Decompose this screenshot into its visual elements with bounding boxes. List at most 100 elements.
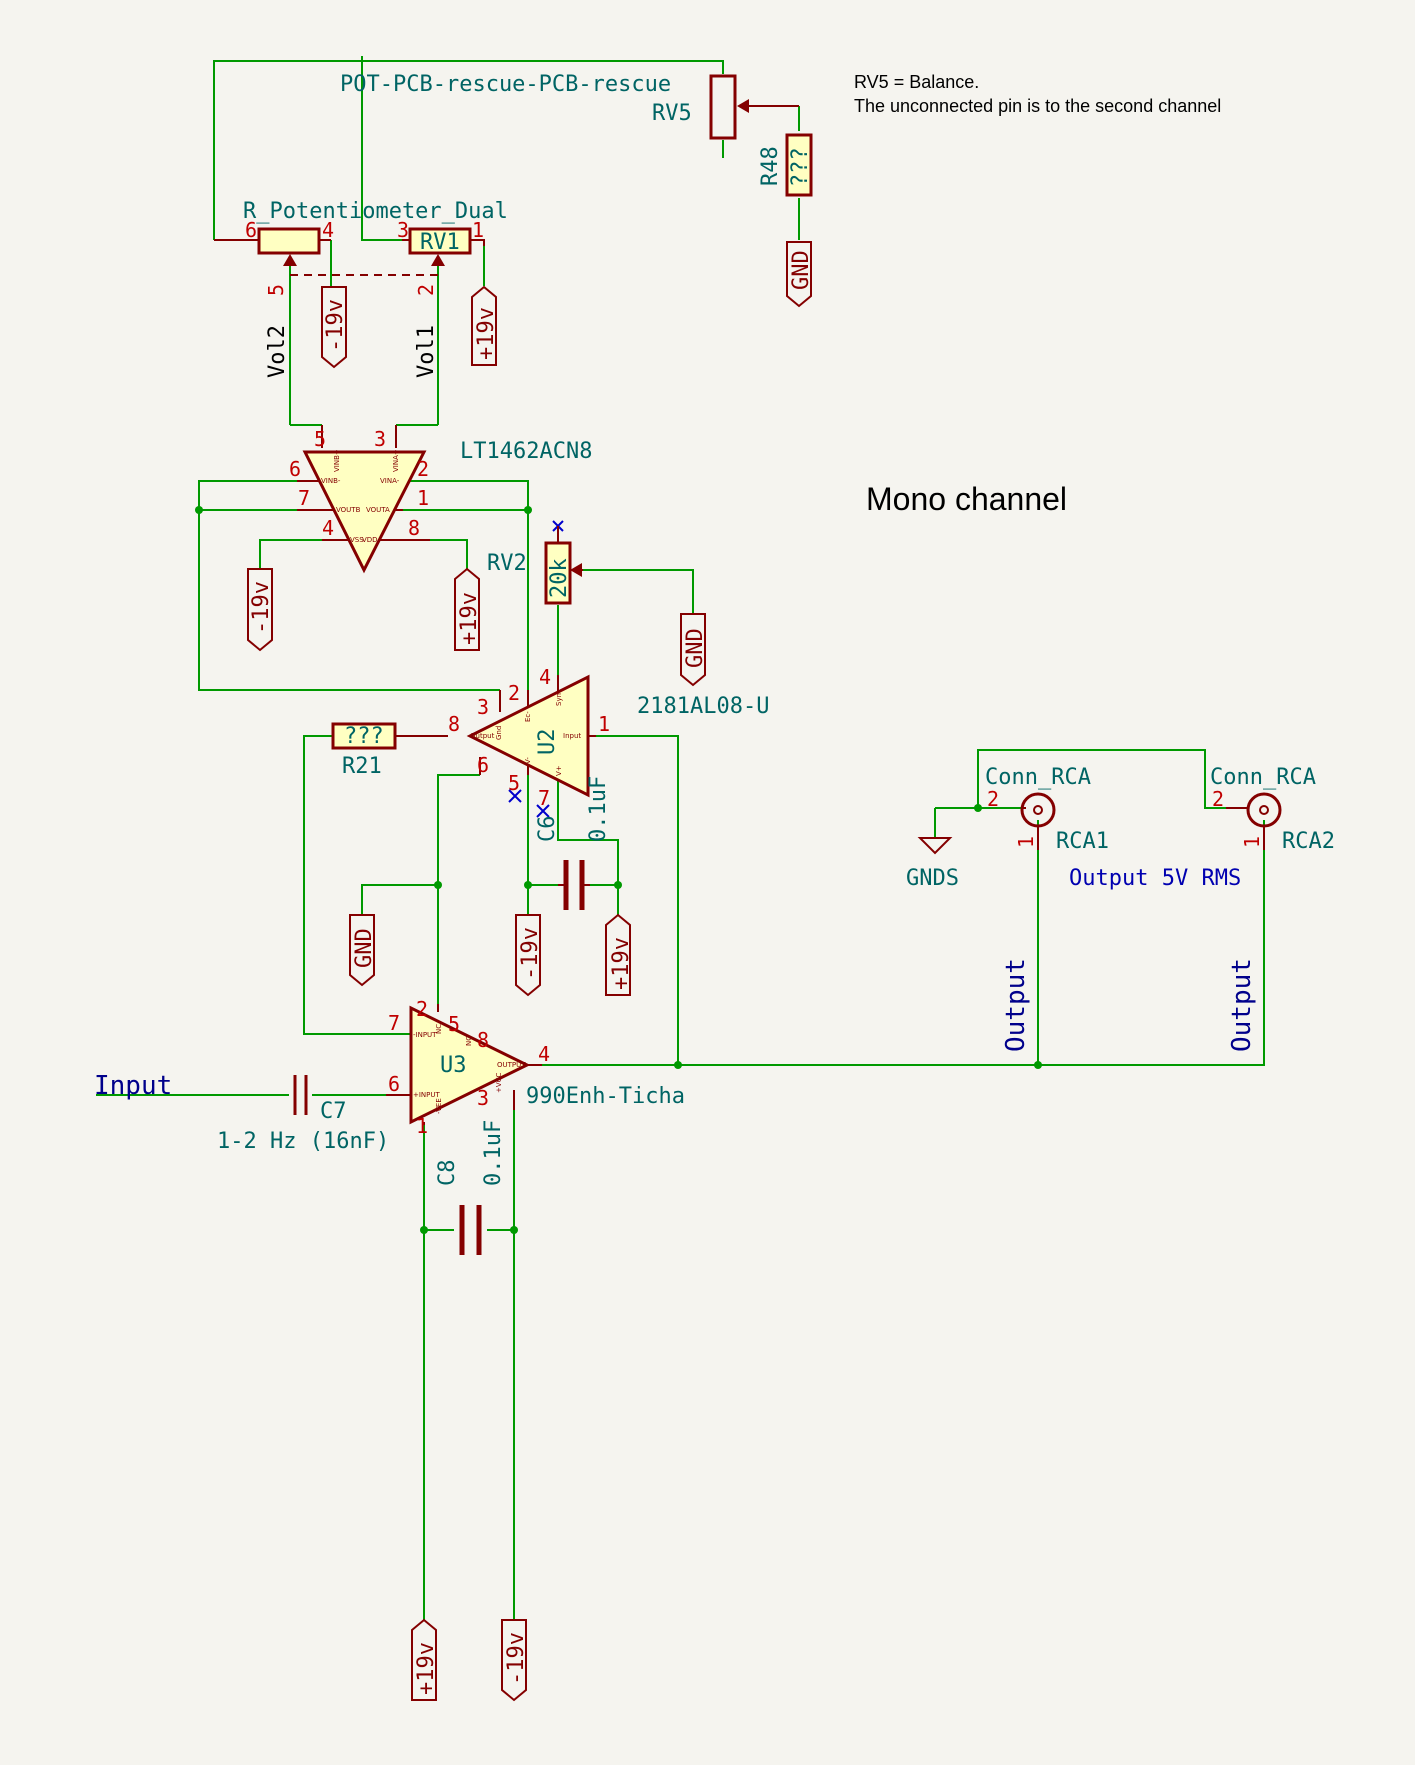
rv5-potentiometer[interactable]: POT-PCB-rescue-PCB-rescue RV5 bbox=[340, 72, 799, 140]
input-label: Input bbox=[94, 1071, 172, 1101]
r48-reference: R48 bbox=[758, 146, 783, 186]
u3-pin-label-nc2: NC bbox=[465, 1036, 473, 1046]
output-label-1: Output bbox=[1001, 958, 1031, 1052]
u2-pin-2: 2 bbox=[508, 681, 520, 705]
u3-pin-6: 6 bbox=[388, 1072, 400, 1096]
rv1-dual-potentiometer[interactable]: R_Potentiometer_Dual RV1 6 4 3 1 5 2 bbox=[214, 199, 508, 296]
rv1-pin-3: 3 bbox=[397, 218, 409, 242]
pos19v-power-u2: +19v bbox=[605, 913, 634, 996]
rca1-reference: RCA1 bbox=[1056, 829, 1109, 854]
u2-pin-7: 7 bbox=[538, 786, 550, 810]
lt1462-pin-label-vss: VSS bbox=[350, 536, 364, 544]
u2-pin-label-gnd: Gnd bbox=[495, 726, 503, 740]
u2-pin-4: 4 bbox=[539, 665, 551, 689]
rv1-pin-1: 1 bbox=[472, 218, 484, 242]
pos19v-power-lt1462: +19v bbox=[454, 567, 482, 651]
r21-value: ??? bbox=[344, 724, 384, 749]
rv2-reference: RV2 bbox=[487, 551, 527, 576]
lt1462-pin-label-vina-pos: VINA+ bbox=[392, 449, 400, 472]
rv5-reference: RV5 bbox=[652, 101, 692, 126]
lt1462-opamp[interactable]: LT1462ACN8 5 3 6 2 7 1 4 8 VINB+ VINA+ V… bbox=[289, 425, 592, 574]
rca1-pin-2: 2 bbox=[987, 787, 999, 811]
u2-pin-label-v-neg: V- bbox=[524, 757, 532, 764]
rv5-value: POT-PCB-rescue-PCB-rescue bbox=[340, 72, 671, 97]
balance-note-line1: RV5 = Balance. bbox=[854, 72, 979, 92]
u3-pin-2: 2 bbox=[416, 997, 428, 1021]
neg19v-power-u3: -19v bbox=[501, 1619, 529, 1702]
u3-value: 990Enh-Ticha bbox=[526, 1084, 685, 1109]
neg19v-power-rv1: -19v bbox=[321, 286, 348, 369]
u3-opamp[interactable]: U3 990Enh-Ticha 7 2 5 8 4 6 1 3 -INPUT N… bbox=[386, 997, 685, 1138]
gnd-power-r48: GND bbox=[786, 241, 814, 308]
u2-pin-6: 6 bbox=[477, 753, 489, 777]
lt1462-pin-1: 1 bbox=[417, 486, 429, 510]
wires bbox=[96, 56, 1265, 1620]
junctions bbox=[195, 506, 1042, 1234]
pos19v-power-rv1: +19v bbox=[471, 285, 499, 366]
c8-reference: C8 bbox=[435, 1160, 460, 1187]
u2-vca[interactable]: U2 2181AL08-U 2 4 3 8 1 6 5 7 Ec- Sym Ou… bbox=[413, 665, 769, 818]
rca1-value: Conn_RCA bbox=[985, 765, 1091, 790]
r48-value: ??? bbox=[788, 147, 813, 187]
lt1462-pin-label-vinb-neg: VINB- bbox=[321, 477, 341, 485]
u3-pin-5: 5 bbox=[448, 1012, 460, 1036]
rca2-reference: RCA2 bbox=[1282, 829, 1335, 854]
u3-pin-label-output: OUTPUT bbox=[497, 1061, 526, 1069]
rca2-connector[interactable]: Conn_RCA RCA2 2 1 bbox=[1210, 765, 1335, 854]
u3-pin-label-noninv-input: +INPUT bbox=[413, 1091, 441, 1099]
u3-pin-label-vcc: +VCC bbox=[495, 1072, 503, 1093]
gnds-power: GNDS bbox=[906, 837, 959, 891]
lt1462-pin-label-vinb-pos: VINB+ bbox=[333, 449, 341, 472]
rca2-value: Conn_RCA bbox=[1210, 765, 1316, 790]
rv1-value: R_Potentiometer_Dual bbox=[243, 199, 508, 224]
gnd-label: GND bbox=[789, 250, 814, 290]
u2-pin-label-ec: Ec- bbox=[524, 711, 532, 722]
u2-pin-label-output: Output bbox=[470, 732, 495, 740]
neg19v-power-u2: -19v bbox=[515, 914, 543, 997]
r21-resistor[interactable]: ??? R21 bbox=[331, 722, 413, 779]
rca2-pin-1: 1 bbox=[1240, 836, 1264, 848]
lt1462-pin-6: 6 bbox=[289, 457, 301, 481]
rv1-pin-4: 4 bbox=[322, 218, 334, 242]
lt1462-value: LT1462ACN8 bbox=[460, 439, 592, 464]
c8-capacitor[interactable]: C8 0.1uF bbox=[435, 1120, 506, 1255]
pos19v-label: +19v bbox=[457, 592, 482, 645]
neg19v-label: -19v bbox=[249, 581, 274, 634]
rca1-connector[interactable]: Conn_RCA RCA1 2 1 bbox=[985, 765, 1109, 854]
u2-pin-label-v-pos: V+ bbox=[555, 765, 563, 776]
pos19v-power-u3: +19v bbox=[411, 1618, 439, 1701]
u2-pin-8: 8 bbox=[448, 712, 460, 736]
gnd-label: GND bbox=[352, 928, 377, 968]
lt1462-pin-2: 2 bbox=[417, 457, 429, 481]
c6-value: 0.1uF bbox=[586, 776, 611, 842]
c7-value: 1-2 Hz (16nF) bbox=[217, 1129, 389, 1154]
lt1462-pin-label-voutb: VOUTB bbox=[336, 506, 361, 514]
c7-capacitor[interactable]: C7 1-2 Hz (16nF) bbox=[217, 1075, 389, 1154]
u3-pin-7: 7 bbox=[388, 1011, 400, 1035]
u2-pin-label-input: Input bbox=[563, 732, 581, 740]
sheet-title: Mono channel bbox=[866, 481, 1067, 517]
rca2-pin-2: 2 bbox=[1212, 787, 1224, 811]
balance-note-line2: The unconnected pin is to the second cha… bbox=[854, 96, 1221, 116]
rv1-reference: RV1 bbox=[420, 230, 460, 255]
gnd-label: GND bbox=[683, 628, 708, 668]
c6-capacitor[interactable]: C6 0.1uF bbox=[535, 776, 611, 910]
pos19v-label: +19v bbox=[474, 307, 499, 360]
u2-value: 2181AL08-U bbox=[637, 694, 769, 719]
rv2-trimmer[interactable]: RV2 20k bbox=[487, 520, 583, 605]
lt1462-pin-label-vouta: VOUTA bbox=[366, 506, 390, 514]
rv2-value: 20k bbox=[547, 558, 572, 598]
net-label-vol1: Vol1 bbox=[414, 325, 439, 378]
u2-pin-1: 1 bbox=[598, 712, 610, 736]
output-note: Output 5V RMS bbox=[1069, 866, 1241, 891]
u2-pin-3: 3 bbox=[477, 695, 489, 719]
u2-pin-label-sym: Sym bbox=[555, 690, 563, 706]
rca1-pin-1: 1 bbox=[1014, 836, 1038, 848]
gnd-power-u3: GND bbox=[349, 914, 377, 987]
r48-resistor[interactable]: ??? R48 bbox=[758, 133, 813, 197]
lt1462-pin-4: 4 bbox=[322, 516, 334, 540]
pos19v-label: +19v bbox=[609, 937, 634, 990]
rv1-pin-2: 2 bbox=[414, 284, 438, 296]
output-label-2: Output bbox=[1227, 958, 1257, 1052]
